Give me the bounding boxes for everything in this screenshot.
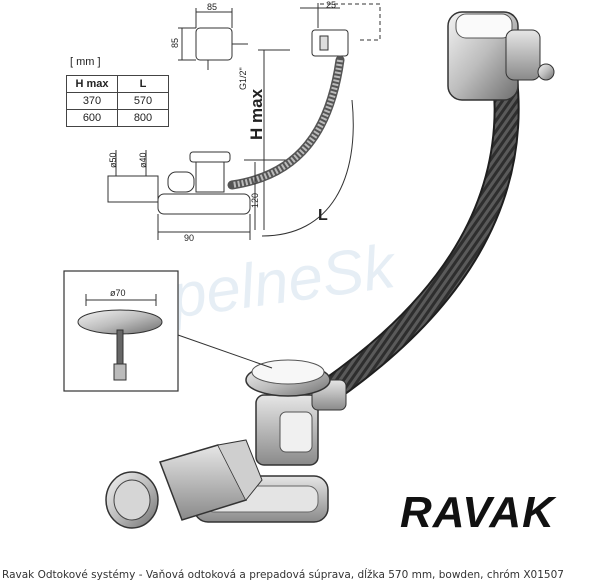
table-cell: 600 (66, 109, 118, 127)
dim-top-right: 25 (326, 0, 336, 10)
dim-d40: ø40 (138, 152, 148, 168)
dimension-table: H max L 370 570 600 800 (66, 75, 169, 127)
product-render (105, 11, 555, 529)
brand-logo: RAVAK (400, 488, 555, 537)
dim-top-width: 85 (207, 2, 217, 12)
table-header-h-max: H max (66, 75, 118, 93)
technical-drawing (107, 3, 381, 240)
overflow-unit-sketch (195, 27, 233, 61)
caption-text: Ravak Odtokové systémy - Vaňová odtoková… (2, 569, 564, 581)
table-row: 600 800 (66, 109, 169, 127)
units-label: [ mm ] (70, 56, 101, 68)
dim-top-height: 85 (170, 38, 180, 48)
table-cell: 570 (117, 92, 169, 110)
table-row: 370 570 (66, 92, 169, 110)
plug-detail (63, 270, 273, 392)
dim-thread: G1/2" (238, 67, 248, 90)
table-cell: 800 (117, 109, 169, 127)
dim-d50: ø50 (108, 152, 118, 168)
dim-h-max: H max (247, 88, 266, 140)
dim-d70: ø70 (110, 288, 126, 298)
dim-90: 90 (184, 233, 194, 243)
table-header-l: L (117, 75, 169, 93)
dim-length: L (318, 207, 328, 224)
table-header-row: H max L (66, 75, 169, 93)
dim-120: 120 (250, 193, 260, 208)
table-cell: 370 (66, 92, 118, 110)
